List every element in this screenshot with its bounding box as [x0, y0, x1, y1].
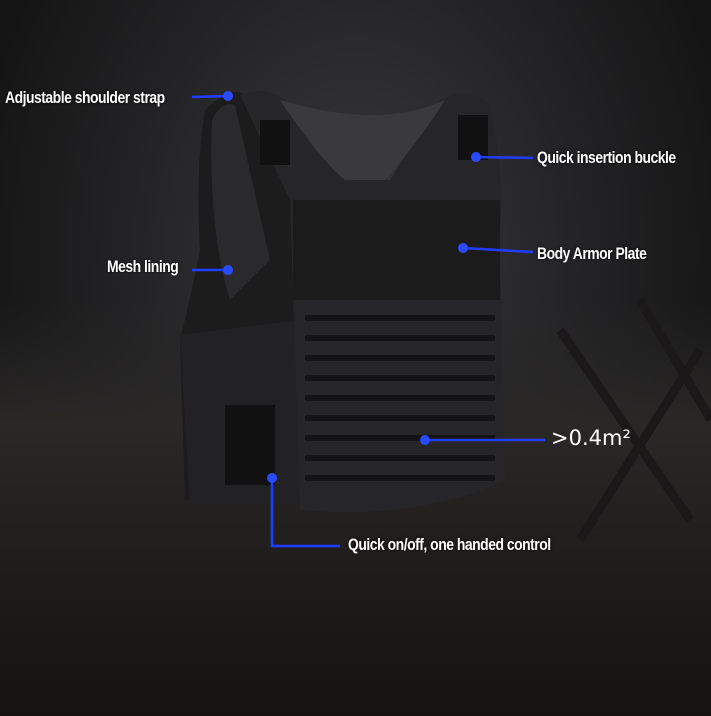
right-shoulder-buckle	[458, 115, 488, 160]
label-quick-release: Quick on/off, one handed control	[348, 535, 551, 554]
label-area: >0.4m²	[551, 426, 631, 450]
label-armor-plate: Body Armor Plate	[537, 244, 647, 263]
label-mesh-lining: Mesh lining	[107, 257, 179, 276]
molle-slots	[305, 315, 495, 481]
label-insertion-buckle: Quick insertion buckle	[537, 148, 676, 167]
leader-lines	[191, 94, 545, 548]
side-buckle	[225, 405, 275, 485]
leader-dots	[223, 91, 481, 483]
label-shoulder-strap: Adjustable shoulder strap	[5, 88, 165, 107]
mesh-lining	[211, 104, 270, 300]
vest-flap	[293, 200, 500, 300]
vest-front	[240, 91, 505, 512]
left-shoulder-buckle	[260, 120, 290, 165]
barricade	[556, 297, 711, 543]
vest-neck	[280, 100, 445, 180]
